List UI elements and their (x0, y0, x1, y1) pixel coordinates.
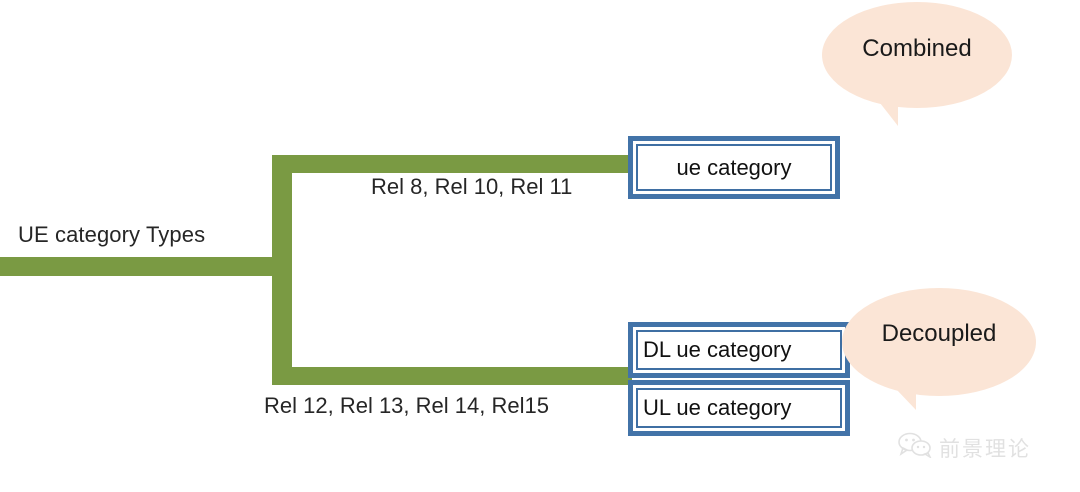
callout-label: Combined (862, 35, 972, 62)
callout-label: Decoupled (881, 320, 997, 347)
watermark: 前景理论 (898, 432, 1031, 463)
watermark-text: 前景理论 (939, 437, 1031, 461)
connector-branch-bottom (272, 367, 632, 385)
connector-trunk (0, 257, 292, 276)
wechat-icon (898, 432, 932, 463)
branch-label-bottom: Rel 12, Rel 13, Rel 14, Rel15 (264, 393, 549, 418)
branch-label-top: Rel 8, Rel 10, Rel 11 (371, 174, 573, 199)
callout-bubble: Decoupled (842, 288, 1036, 396)
node-box-dl-ue-category[interactable]: DL ue category (628, 322, 850, 378)
callout-decoupled: Decoupled (842, 288, 1042, 428)
node-box-ul-ue-category[interactable]: UL ue category (628, 380, 850, 436)
node-box-ue-category[interactable]: ue category (628, 136, 840, 199)
root-node-label: UE category Types (18, 222, 206, 247)
callout-bubble: Combined (822, 2, 1012, 108)
node-box-label: DL ue category (643, 337, 792, 362)
node-box-label: UL ue category (643, 395, 792, 420)
connector-branch-top (272, 155, 632, 173)
connector-vertical-stem (272, 155, 292, 385)
node-box-label: ue category (676, 154, 792, 180)
callout-combined: Combined (822, 2, 1018, 140)
